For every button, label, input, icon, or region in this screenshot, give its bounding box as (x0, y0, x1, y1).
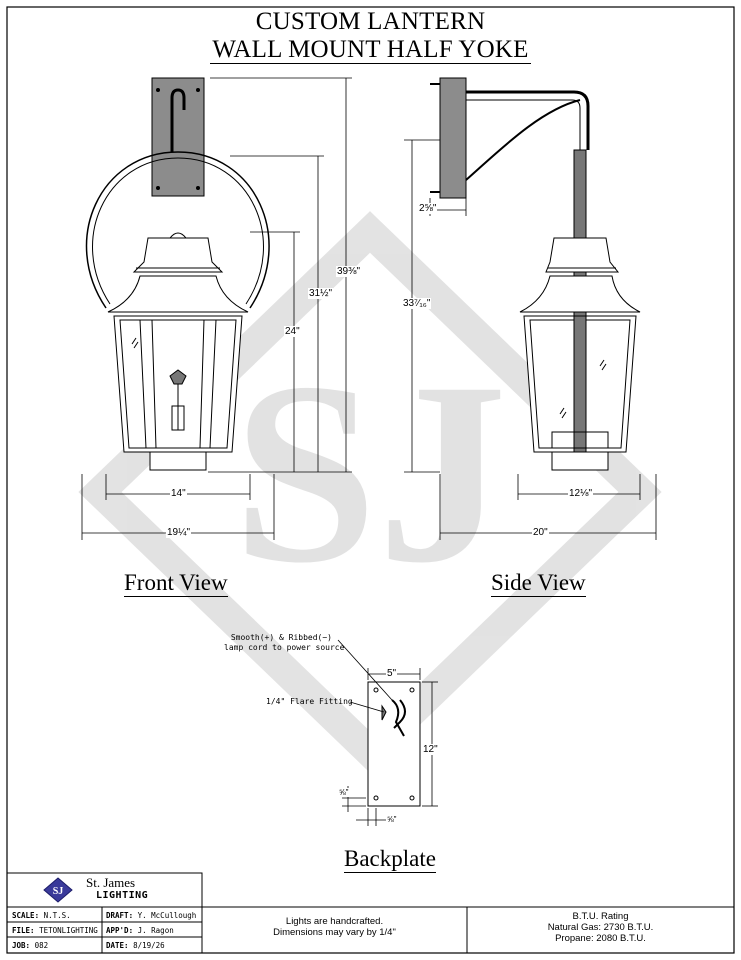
cord-note: Smooth(+) & Ribbed(−) lamp cord to power… (224, 633, 345, 653)
btu-rating: B.T.U. Rating Natural Gas: 2730 B.T.U. P… (467, 911, 734, 944)
handcrafted-line1: Lights are handcrafted. (285, 916, 384, 927)
job-value: 082 (34, 941, 49, 950)
side-view-drawing (430, 77, 641, 471)
draft-field: DRAFT: Y. McCullough (106, 911, 196, 921)
dim-side-height: 33⁷⁄₁₆" (402, 298, 432, 309)
appd-label: APP'D: (106, 926, 134, 935)
handcrafted-line2: Dimensions may vary by 1/4" (273, 927, 396, 938)
job-label: JOB: (12, 941, 31, 950)
draft-label: DRAFT: (106, 911, 134, 920)
svg-text:SJ: SJ (233, 329, 508, 617)
btu-propane: Propane: 2080 B.T.U. (555, 933, 646, 944)
appd-value: J. Ragon (137, 926, 174, 935)
front-view-label: Front View (124, 570, 228, 597)
date-field: DATE: 8/19/26 (106, 941, 165, 951)
dim-backplate-offset-h: ⅝" (386, 815, 398, 824)
drawing-title-line2: WALL MOUNT HALF YOKE (210, 36, 531, 64)
dim-backplate-height: 12" (422, 744, 439, 755)
file-label: FILE: (12, 926, 35, 935)
dim-lantern-height: 24" (284, 326, 301, 337)
front-view-drawing (85, 77, 270, 471)
dim-projection: 20" (532, 527, 549, 538)
draft-value: Y. McCullough (137, 911, 197, 920)
side-view-label: Side View (491, 570, 586, 597)
drawing-title-line1: CUSTOM LANTERN (255, 8, 486, 35)
handcrafted-note: Lights are handcrafted. Dimensions may v… (202, 916, 467, 938)
file-value: TETONLIGHTING (39, 926, 98, 935)
dim-overall-height: 39⅜" (336, 266, 362, 277)
cord-note-line1: Smooth(+) & Ribbed(−) (230, 633, 332, 642)
backplate-drawing (367, 681, 421, 807)
dim-arm-drop: 2⅝" (418, 203, 438, 214)
dim-backplate-offset-v: ⅝" (338, 788, 350, 797)
btu-title: B.T.U. Rating (572, 911, 629, 922)
cord-note-line2: lamp cord to power source (224, 643, 345, 652)
btu-natural: Natural Gas: 2730 B.T.U. (547, 922, 654, 933)
title-block: SJ (6, 872, 735, 954)
company-subname: LIGHTING (96, 890, 149, 901)
dim-front-width: 14" (170, 488, 187, 499)
dim-side-width: 12⅛" (568, 488, 594, 499)
scale-label: SCALE: (12, 911, 40, 920)
dim-overall-width: 19¼" (166, 527, 192, 538)
company-name: St. James (86, 875, 136, 890)
date-label: DATE: (106, 941, 129, 950)
dim-mount-height: 31½" (308, 288, 334, 299)
file-field: FILE: TETONLIGHTING (12, 926, 98, 936)
fitting-note: 1/4" Flare Fitting (266, 697, 353, 706)
job-field: JOB: 082 (12, 941, 48, 951)
svg-text:SJ: SJ (53, 886, 64, 897)
date-value: 8/19/26 (133, 941, 165, 950)
dim-backplate-width: 5" (386, 668, 398, 679)
scale-value: N.T.S. (43, 911, 71, 920)
scale-field: SCALE: N.T.S. (12, 911, 71, 921)
company-logo: SJ (43, 877, 73, 903)
appd-field: APP'D: J. Ragon (106, 926, 174, 936)
backplate-label: Backplate (344, 846, 436, 873)
